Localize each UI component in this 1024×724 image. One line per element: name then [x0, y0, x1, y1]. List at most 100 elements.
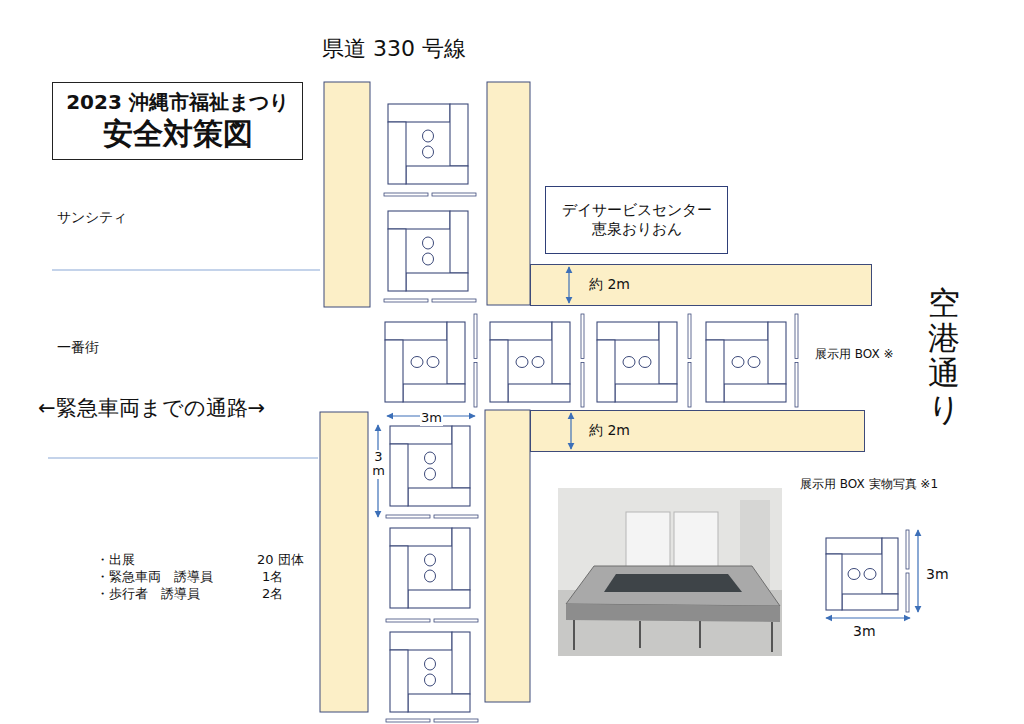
table	[388, 104, 450, 122]
chair	[425, 452, 436, 464]
chair	[425, 554, 436, 566]
table	[390, 528, 452, 546]
table	[724, 384, 786, 402]
panel	[432, 299, 476, 302]
table	[388, 229, 406, 291]
table	[385, 322, 447, 340]
table	[882, 538, 898, 594]
road-band	[485, 410, 530, 702]
panel	[581, 314, 584, 359]
panel	[434, 619, 478, 622]
chair	[425, 674, 436, 686]
panel	[581, 363, 584, 408]
road-band	[487, 82, 530, 305]
width-note: 約 2m	[589, 276, 630, 294]
width-note: 約 2m	[589, 422, 630, 440]
panel	[432, 193, 476, 196]
table	[450, 211, 468, 273]
panel	[434, 515, 478, 518]
panel	[906, 530, 909, 569]
table	[552, 322, 570, 384]
staff-note: 2名	[262, 586, 283, 602]
chair	[427, 357, 439, 368]
booth-tables	[390, 528, 470, 608]
table	[615, 384, 677, 402]
panel	[474, 363, 477, 408]
chair	[848, 569, 860, 580]
table	[450, 104, 468, 166]
table	[826, 554, 842, 610]
panel	[906, 573, 909, 612]
booth-photo	[558, 488, 782, 656]
table	[408, 590, 470, 608]
table	[388, 211, 450, 229]
table	[452, 528, 470, 590]
building-box: デイサービスセンター 恵泉おりおん	[545, 186, 728, 254]
chair	[425, 468, 436, 480]
chair	[423, 237, 434, 249]
table	[490, 340, 508, 402]
facility-name: デイサービスセンター 恵泉おりおん	[554, 201, 719, 239]
table	[403, 384, 465, 402]
road-band: 約 2m	[530, 264, 872, 306]
table	[390, 650, 408, 712]
chair	[639, 357, 651, 368]
width-arrow	[531, 265, 873, 307]
chair	[425, 570, 436, 582]
table	[768, 322, 786, 384]
table	[390, 546, 408, 608]
table	[452, 426, 470, 488]
dimension: 3m	[853, 623, 876, 640]
table	[388, 122, 406, 184]
table	[597, 340, 615, 402]
chair	[425, 658, 436, 670]
road-band	[320, 412, 368, 712]
road-band	[324, 82, 370, 307]
staff-note: ・歩行者 誘導員	[96, 586, 200, 602]
table	[447, 322, 465, 384]
panel	[474, 314, 477, 359]
table	[390, 444, 408, 506]
panel	[386, 719, 430, 722]
chair	[423, 253, 434, 265]
road-name: 県道 330 号線	[322, 36, 466, 62]
chair	[732, 357, 744, 368]
panel	[688, 363, 691, 408]
table	[385, 340, 403, 402]
table	[406, 166, 468, 184]
panel	[386, 515, 430, 518]
table	[408, 488, 470, 506]
dimension-arrow	[917, 530, 918, 612]
table	[826, 538, 882, 554]
chair	[411, 357, 423, 368]
table	[390, 632, 452, 650]
chair	[532, 357, 544, 368]
street-name: サンシティ	[57, 209, 127, 226]
panel	[384, 193, 428, 196]
booth-tables	[826, 538, 898, 610]
street-line	[48, 457, 318, 458]
booth-tables	[390, 632, 470, 712]
booth-tables	[390, 426, 470, 506]
table	[490, 322, 552, 340]
staff-note: ・出展	[96, 552, 135, 568]
staff-note: 20 団体	[257, 552, 304, 568]
dimension-arrow	[826, 617, 910, 618]
panel	[384, 299, 428, 302]
chair	[623, 357, 635, 368]
booth-tables	[388, 104, 468, 184]
table	[706, 322, 768, 340]
table	[452, 632, 470, 694]
chair	[423, 130, 434, 142]
event-name: 2023 沖縄市福祉まつり	[66, 90, 289, 115]
panel	[688, 314, 691, 359]
staff-note: ・緊急車両 誘導員	[96, 569, 213, 585]
note: 展示用 BOX 実物写真 ※1	[800, 477, 938, 491]
table	[508, 384, 570, 402]
road-band: 約 2m	[530, 410, 865, 452]
table	[597, 322, 659, 340]
title-box: 2023 沖縄市福祉まつり安全対策図	[52, 82, 303, 160]
table	[842, 594, 898, 610]
street-line	[52, 269, 320, 270]
route-note: ←緊急車両までの通路→	[38, 396, 265, 421]
